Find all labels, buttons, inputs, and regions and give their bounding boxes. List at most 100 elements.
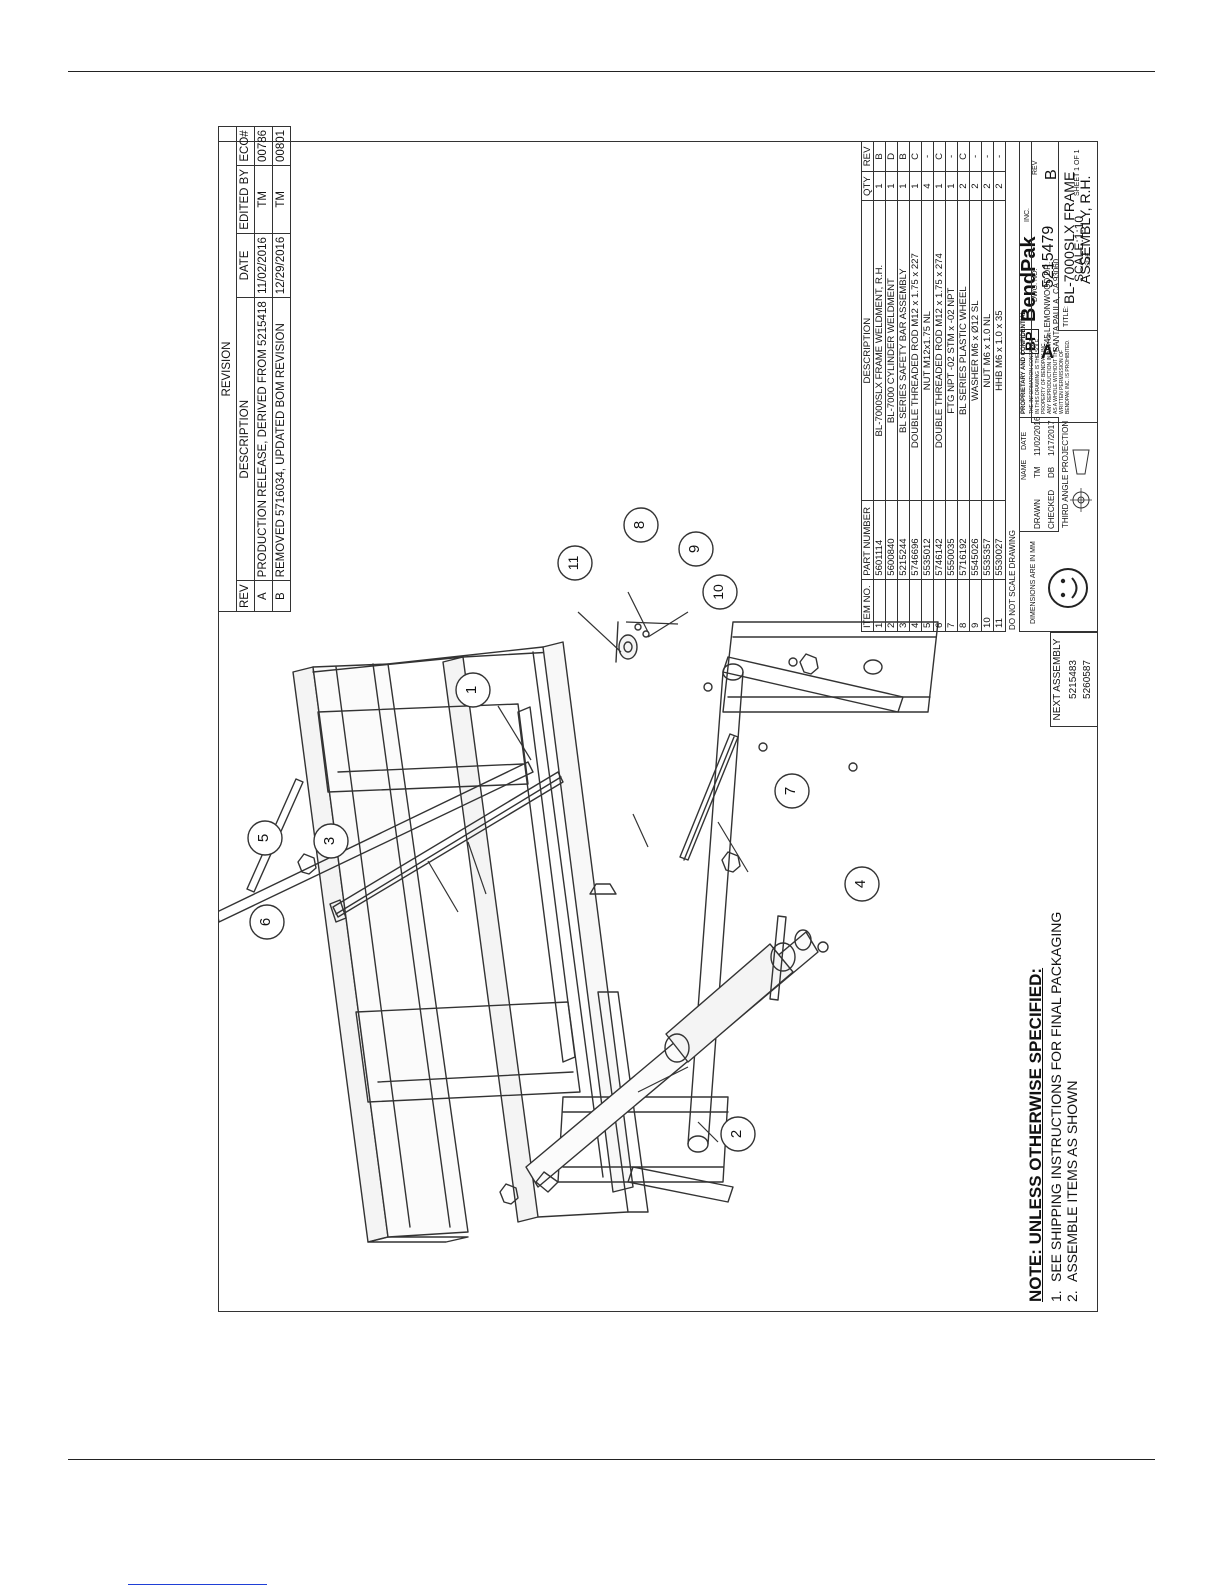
company-suffix: INC. [1024, 208, 1031, 222]
bom-cell: 1 [897, 171, 910, 201]
bom-cell: WASHER M6 x Ø12 SL [969, 200, 982, 501]
bom-cell: 1 [945, 171, 958, 201]
bom-col-description: DESCRIPTION [861, 200, 874, 501]
balloon-8 [623, 507, 659, 543]
balloon-label-8: 8 [631, 520, 648, 530]
revision-col-edited-by: EDITED BY [236, 165, 255, 234]
bom-cell: BL-7000SLX FRAME WELDMENT, R.H. [873, 200, 886, 501]
rev-label: REV [1032, 160, 1039, 175]
bom-cell: 11 [993, 579, 1006, 632]
revision-header-row: REV DESCRIPTION DATE EDITED BY ECO# [236, 126, 255, 612]
balloon-label-10: 10 [710, 584, 726, 600]
bom-cell: 4 [921, 171, 934, 201]
bom-cell: C [909, 141, 922, 172]
revision-cell: TM [254, 165, 273, 234]
revision-col-rev: REV [236, 580, 255, 612]
table-row: A PRODUCTION RELEASE, DERIVED FROM 52154… [254, 126, 273, 612]
bom-cell: BL-7000 CYLINDER WELDMENT [885, 200, 898, 501]
checked-label: CHECKED [1047, 489, 1056, 529]
drawing-sheet-border [218, 141, 1098, 1312]
bom-col-part-number: PART NUMBER [861, 500, 874, 580]
bom-col-qty: QTY [861, 171, 874, 201]
drawn-label: DRAWN [1033, 499, 1042, 529]
bom-cell: NUT M12x1.75 NL [921, 200, 934, 501]
table-row: B REMOVED 5716034, UPDATED BOM REVISION … [272, 126, 291, 612]
bom-cell: C [957, 141, 970, 172]
revision-cell: REMOVED 5716034, UPDATED BOM REVISION [272, 297, 291, 581]
bom-cell: 1 [885, 171, 898, 201]
balloon-label-5: 5 [255, 833, 272, 843]
threaded-rods [246, 733, 787, 1001]
bom-cell: - [945, 141, 958, 172]
bom-cell: 5535012 [921, 500, 934, 580]
bom-cell: 9 [969, 579, 982, 632]
dimensions-note: DIMENSIONS ARE IN MM [1030, 541, 1037, 624]
bom-cell: 5601114 [873, 500, 886, 580]
bom-cell: 5550035 [945, 500, 958, 580]
balloon-11 [557, 545, 593, 581]
revision-cell: 12/29/2016 [272, 233, 291, 298]
bom-cell: D [885, 141, 898, 172]
bom-cell: 3 [897, 579, 910, 632]
bom-cell: 5746696 [909, 500, 922, 580]
bom-cell: 5716192 [957, 500, 970, 580]
bom-cell: 5530027 [993, 500, 1006, 580]
bom-cell: - [969, 141, 982, 172]
balloon-7 [774, 773, 810, 809]
dwg-number-block [1031, 141, 1098, 423]
bom-cell: 5545026 [969, 500, 982, 580]
balloon-label-9: 9 [686, 544, 703, 554]
smiley-icon [1048, 568, 1088, 608]
bom-cell: 6 [933, 579, 946, 632]
drawn-name: TM [1033, 466, 1042, 478]
notes-heading: NOTE: UNLESS OTHERWISE SPECIFIED: [1026, 967, 1045, 1302]
revision-cell: 00786 [254, 126, 273, 166]
projection-symbol-icon [1070, 449, 1092, 512]
proprietary-title: PROPRIETARY AND CONFIDENTIAL [1021, 310, 1027, 414]
balloon-3 [313, 823, 349, 859]
next-assembly-header: NEXT ASSEMBLY [1052, 638, 1063, 721]
revision-cell: A [254, 580, 273, 612]
bom-cell: 1 [873, 579, 886, 632]
bom-cell: 5746142 [933, 500, 946, 580]
name-label: NAME [1021, 459, 1028, 480]
bom-cell: 5 [921, 579, 934, 632]
balloon-label-3: 3 [321, 836, 338, 846]
do-not-scale-note: DO NOT SCALE DRAWING [1008, 529, 1017, 630]
checked-name: DB [1047, 466, 1056, 478]
bom-cell: DOUBLE THREADED ROD M12 x 1.75 x 227 [909, 200, 922, 501]
size-value: A [1041, 342, 1054, 362]
balloon-label-11: 11 [565, 555, 581, 571]
balloon-label-2: 2 [728, 1129, 745, 1139]
note-2-number: 2. [1064, 1290, 1080, 1302]
bom-cell: 2 [885, 579, 898, 632]
bom-cell: 5535357 [981, 500, 994, 580]
bom-cell: 10 [981, 579, 994, 632]
bom-cell: 1 [909, 171, 922, 201]
footer-rule [68, 1459, 1155, 1460]
bom-cell: BL SERIES SAFETY BAR ASSEMBLY [897, 200, 910, 501]
balloon-label-1: 1 [463, 685, 480, 695]
balloon-label-4: 4 [852, 879, 869, 889]
bom-header-row: ITEM NO. PART NUMBER DESCRIPTION QTY REV [861, 141, 874, 632]
balloon-1 [455, 672, 491, 708]
balloon-5 [247, 820, 283, 856]
bom-cell: 1 [873, 171, 886, 201]
bom-col-item: ITEM NO. [861, 579, 874, 632]
bom-cell: DOUBLE THREADED ROD M12 x 1.75 x 274 [933, 200, 946, 501]
bom-cell: 1 [933, 171, 946, 201]
revision-col-description: DESCRIPTION [236, 297, 255, 581]
bom-cell: B [897, 141, 910, 172]
bom-cell: - [981, 141, 994, 172]
balloon-10 [702, 574, 738, 610]
balloon-6 [249, 904, 285, 940]
